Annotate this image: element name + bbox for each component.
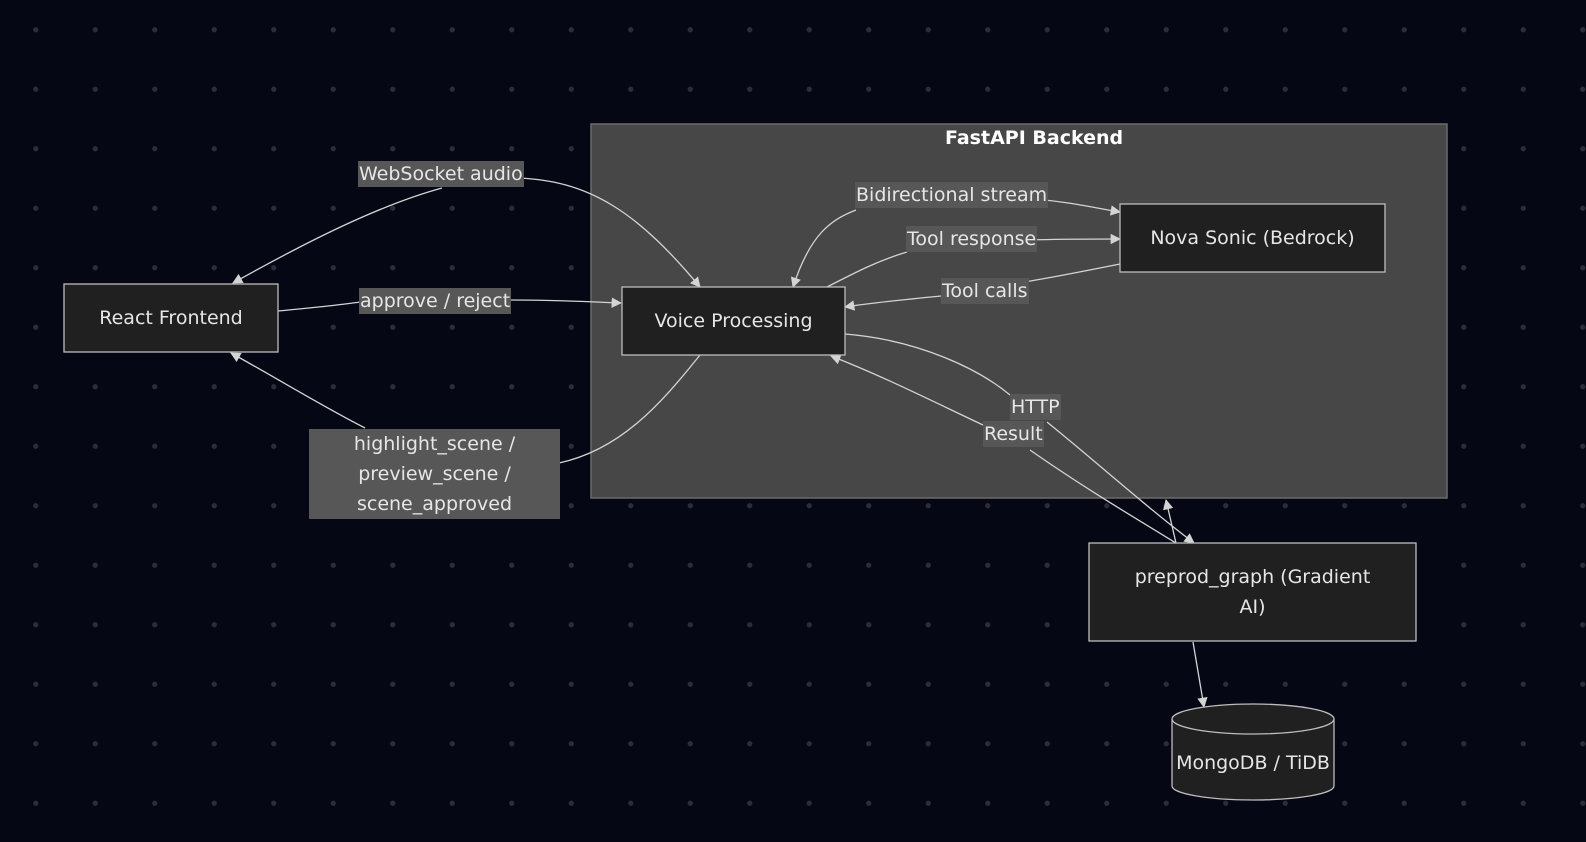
node-nova-sonic: Nova Sonic (Bedrock) (1150, 227, 1355, 249)
node-preprod-graph: preprod_graph (Gradient AI) (1134, 566, 1371, 618)
node-mongodb-cylinder (1171, 703, 1335, 801)
edge-bidirectional-to-voice (790, 209, 857, 288)
node-mongodb: MongoDB / TiDB (1176, 752, 1330, 774)
edge-highlight-scene-to-frontend (230, 352, 366, 429)
node-react-frontend-box (63, 283, 279, 353)
edge-tool-calls-from-nova (1023, 263, 1121, 283)
edge-websocket-to-frontend (232, 187, 443, 284)
edge-websocket-to-voice (510, 177, 701, 288)
node-react-frontend: React Frontend (99, 307, 243, 329)
edge-label-bidirectional-stream: Bidirectional stream (855, 182, 1049, 208)
edge-tool-calls-to-voice (843, 295, 942, 311)
subgraph-title: FastAPI Backend (945, 127, 1124, 149)
node-nova-sonic-box (1119, 203, 1386, 273)
node-preprod-graph-box (1088, 542, 1417, 642)
edge-result-up (1163, 498, 1177, 544)
edge-db (1192, 641, 1208, 709)
edge-label-result: Result (983, 421, 1044, 447)
edge-label-approve-reject: approve / reject (359, 288, 512, 314)
node-voice-processing-box (621, 286, 846, 356)
edge-label-highlight-scene: highlight_scene / preview_scene / scene_… (309, 429, 560, 519)
edge-result (831, 356, 1177, 544)
edge-highlight-scene-from-voice (558, 354, 701, 464)
node-voice-processing: Voice Processing (654, 310, 813, 332)
edge-label-tool-calls: Tool calls (941, 278, 1029, 304)
edge-approve-reject (277, 300, 621, 311)
edge-label-tool-response: Tool response (906, 226, 1038, 252)
edge-label-http: HTTP (1010, 394, 1061, 420)
edge-label-websocket-audio: WebSocket audio (358, 161, 524, 187)
edge-http (844, 333, 1194, 543)
